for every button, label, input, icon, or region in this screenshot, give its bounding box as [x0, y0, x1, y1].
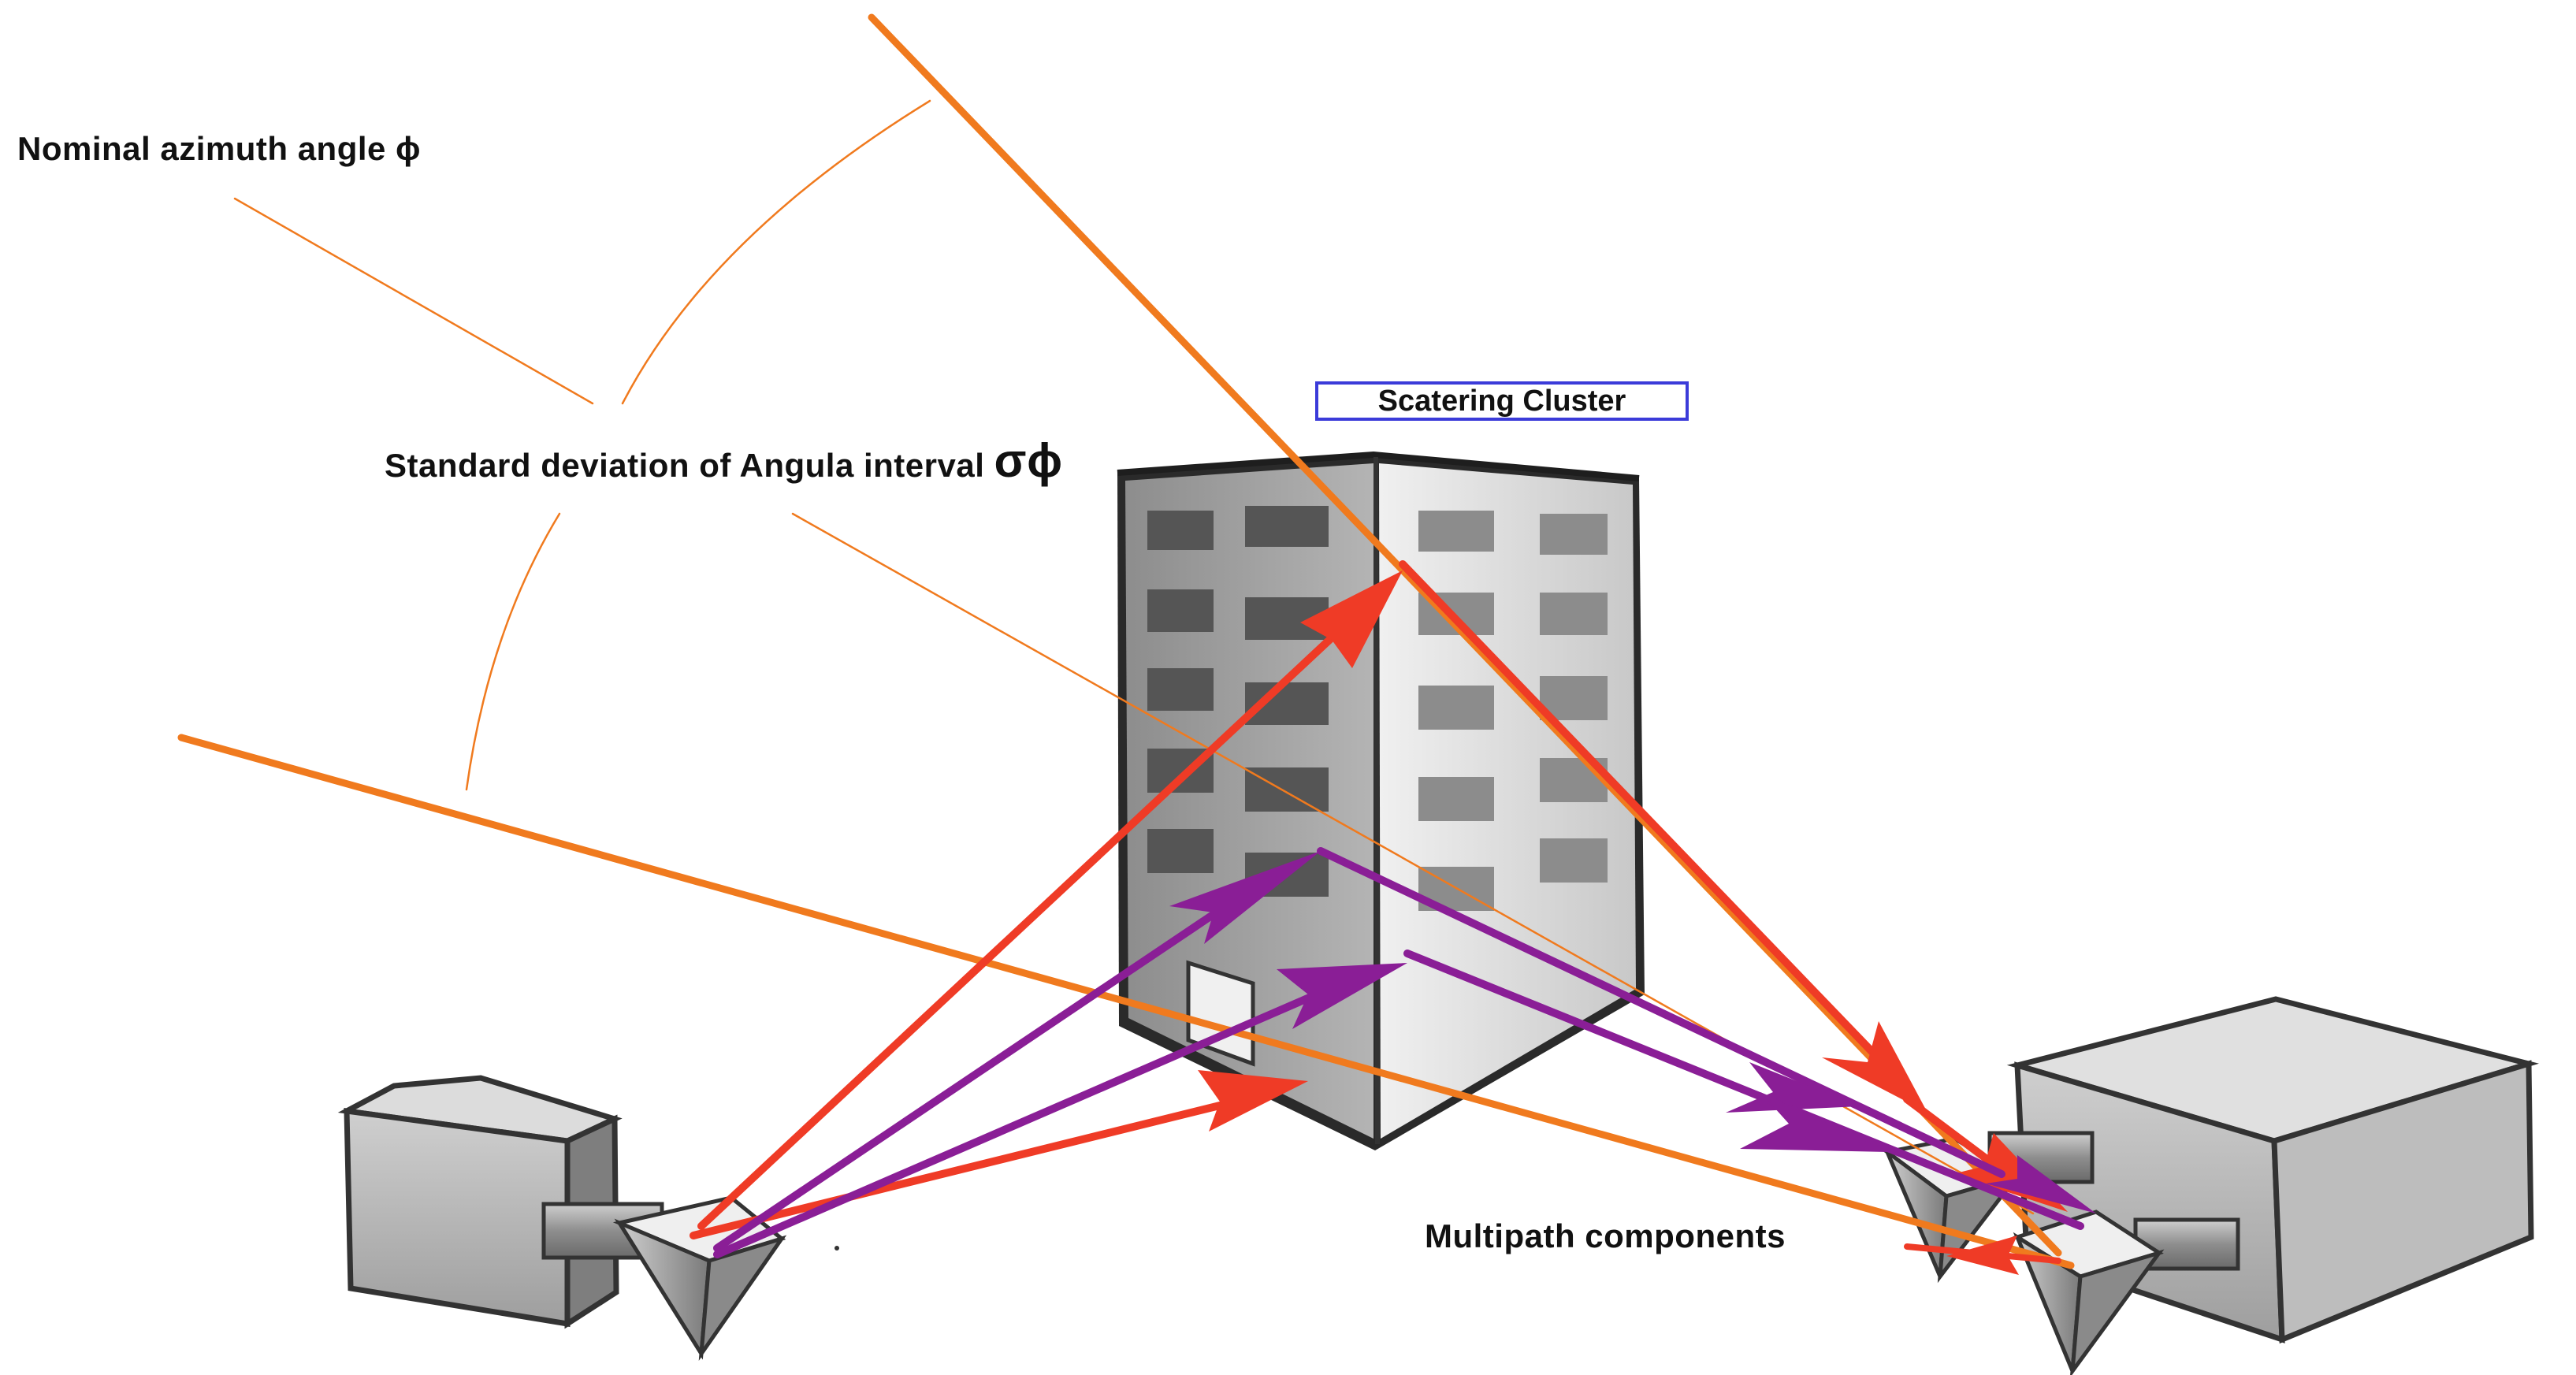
dot-marker: [835, 1246, 839, 1251]
boundary-line-upper: [868, 13, 2062, 1257]
red-arrowhead: [1198, 1070, 1308, 1132]
nominal-azimuth-label: Nominal azimuth angle ϕ: [17, 130, 422, 167]
sigma-symbol: σϕ: [994, 434, 1063, 487]
nominal-azimuth-pointer: [233, 197, 594, 405]
transmitter-icon: [337, 1075, 787, 1362]
std-deviation-label: Standard deviation of Angula interval σϕ: [385, 437, 1063, 485]
angle-lines: [177, 13, 2075, 1269]
red-arrowhead: [1822, 1021, 1927, 1113]
multipath-components-label: Multipath components: [1425, 1217, 1786, 1254]
red-arrowhead: [1946, 1236, 2019, 1275]
purple-arrowhead: [1277, 963, 1407, 1029]
receiver-icon: [1883, 996, 2540, 1375]
purple-arrowhead: [1986, 1155, 2096, 1213]
std-deviation-text: Standard deviation of Angula interval: [385, 447, 994, 484]
purple-arrows: [713, 847, 2096, 1258]
scattering-cluster-text: Scatering Cluster: [1377, 384, 1626, 418]
boundary-line-lower: [177, 734, 2075, 1269]
red-arrowhead: [1300, 570, 1403, 668]
purple-arrowhead: [1169, 851, 1321, 944]
angle-arc-lower: [465, 512, 561, 791]
scattering-cluster-label: Scatering Cluster: [1315, 381, 1689, 421]
purple-arrowhead: [1740, 1092, 1888, 1152]
angle-arc-upper: [621, 99, 931, 405]
